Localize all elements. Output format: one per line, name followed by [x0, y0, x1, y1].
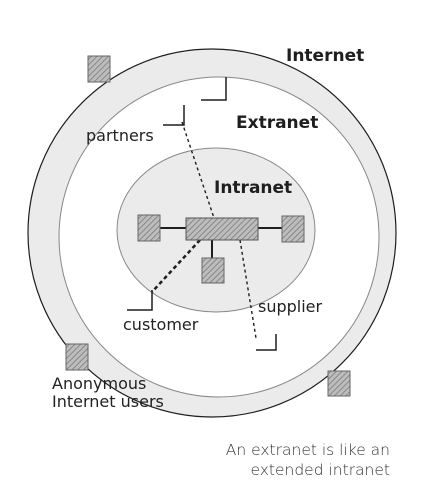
intranet-node-right [281, 215, 305, 243]
customer-terminal [127, 290, 153, 311]
anonymous-node-bottom-right [327, 370, 351, 397]
supplier-terminal [256, 334, 277, 351]
anonymous-label-line2: Internet users [52, 392, 164, 411]
caption-line1: An extranet is like an [225, 441, 390, 459]
caption-line2: extended intranet [250, 461, 390, 479]
partners-label: partners [86, 126, 154, 145]
intranet-hub [185, 217, 259, 241]
partner-terminal-1 [201, 77, 227, 101]
supplier-label: supplier [258, 297, 323, 316]
customer-link [151, 239, 201, 293]
figure-caption: An extranet is like an extended intranet [226, 440, 390, 480]
anonymous-node-top-left [87, 55, 111, 83]
extranet-zone-label: Extranet [236, 113, 319, 133]
intranet-node-bottom [201, 257, 225, 284]
anonymous-users-label: Anonymous Internet users [52, 375, 164, 411]
anonymous-node-bottom-left [65, 343, 89, 371]
anonymous-label-line1: Anonymous [52, 374, 147, 393]
intranet-node-left [137, 214, 161, 242]
customer-label: customer [123, 315, 199, 334]
partner-terminal-2 [163, 105, 185, 126]
supplier-link [239, 239, 257, 339]
intranet-zone-label: Intranet [214, 178, 293, 198]
partners-link [181, 121, 215, 219]
internet-zone-label: Internet [286, 46, 365, 66]
